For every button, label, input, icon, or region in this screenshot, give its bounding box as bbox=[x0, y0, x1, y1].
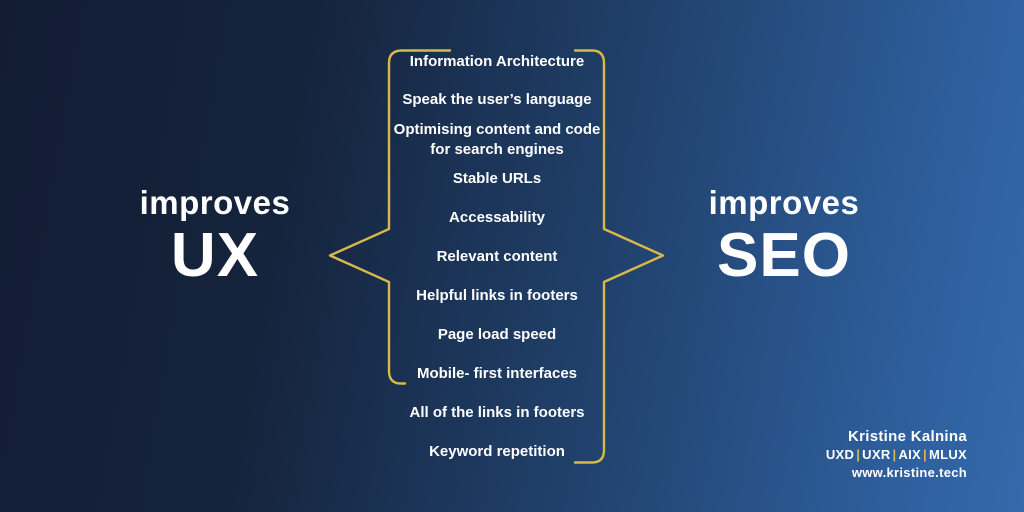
left-label-improves: improves bbox=[139, 184, 291, 221]
credential: MLUX bbox=[928, 447, 967, 462]
list-item: Information Architecture bbox=[409, 53, 585, 70]
credential: UXD bbox=[825, 447, 855, 462]
left-label-ux: UX bbox=[170, 221, 260, 290]
list-item: Helpful links in footers bbox=[416, 287, 578, 304]
credential-separator: | bbox=[892, 447, 897, 462]
list-item: Accessability bbox=[449, 209, 545, 226]
list-item: Stable URLs bbox=[452, 170, 542, 187]
list-item: Speak the user’s language bbox=[402, 91, 592, 108]
author-name: Kristine Kalnina bbox=[848, 428, 967, 445]
credential-separator: | bbox=[923, 447, 927, 462]
credential: UXR bbox=[862, 447, 891, 462]
right-brace bbox=[573, 49, 665, 464]
author-credentials: UXD|UXR|AIX|MLUX bbox=[826, 446, 967, 464]
left-brace bbox=[328, 49, 452, 385]
left-label: improves UX bbox=[95, 182, 335, 288]
credential-separator: | bbox=[856, 447, 861, 462]
list-item: All of the links in footers bbox=[409, 404, 585, 421]
benefit-list: Information Architecture Speak the user’… bbox=[390, 0, 604, 512]
right-label-improves: improves bbox=[708, 184, 860, 221]
attribution: Kristine Kalnina UXD|UXR|AIX|MLUX www.kr… bbox=[826, 428, 967, 481]
right-label-seo: SEO bbox=[717, 221, 851, 290]
list-item: Mobile- first interfaces bbox=[416, 365, 578, 382]
author-website: www.kristine.tech bbox=[851, 465, 967, 480]
list-item: Page load speed bbox=[437, 326, 557, 343]
right-label: improves SEO bbox=[664, 182, 904, 288]
list-item: Relevant content bbox=[436, 248, 558, 265]
credential: AIX bbox=[898, 447, 922, 462]
list-item: Keyword repetition bbox=[429, 443, 565, 460]
list-item: Optimising content and code for search e… bbox=[393, 121, 601, 158]
